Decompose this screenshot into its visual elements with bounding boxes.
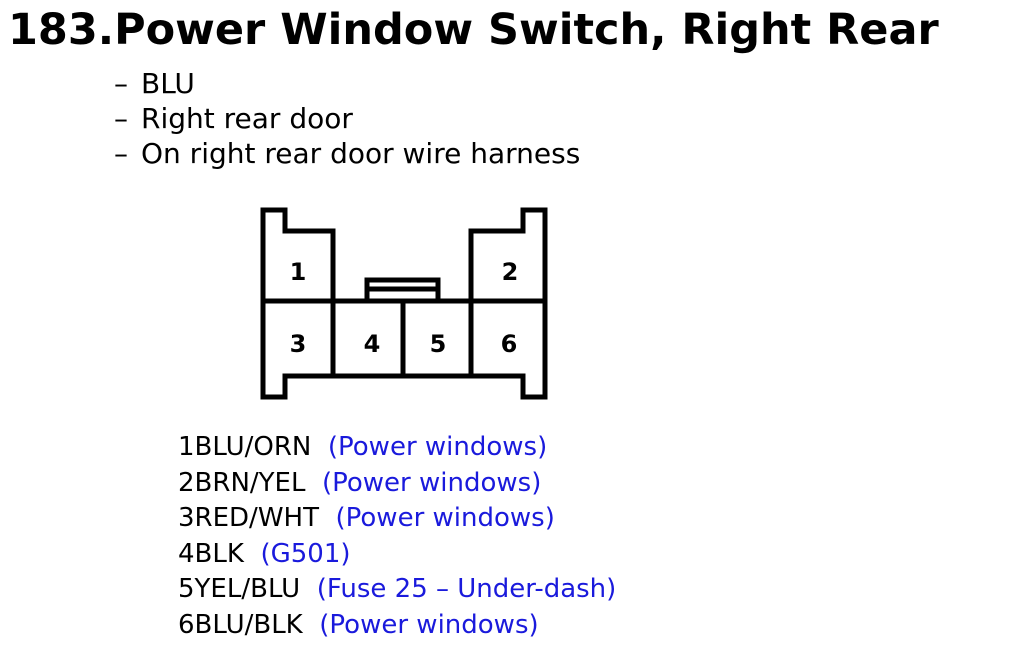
circuit-note: (G501) bbox=[260, 538, 351, 569]
wire-color: BLU/BLK bbox=[194, 609, 303, 640]
pin-row: 6BLU/BLK (Power windows) bbox=[178, 608, 616, 644]
pin-row: 2BRN/YEL (Power windows) bbox=[178, 466, 616, 502]
pin-row: 3RED/WHT (Power windows) bbox=[178, 501, 616, 537]
pin-row: 4BLK (G501) bbox=[178, 537, 616, 573]
pin-row: 5YEL/BLU (Fuse 25 – Under-dash) bbox=[178, 572, 616, 608]
wire-color: YEL/BLU bbox=[194, 574, 301, 605]
wire-color: BLK bbox=[194, 538, 244, 569]
pin-number: 1 bbox=[178, 432, 195, 462]
circuit-note: (Power windows) bbox=[335, 503, 555, 534]
pin-row: 1BLU/ORN (Power windows) bbox=[178, 430, 616, 466]
pin-number: 2 bbox=[178, 467, 195, 498]
circuit-note: (Power windows) bbox=[321, 467, 542, 498]
page-title: 183.Power Window Switch, Right Rear bbox=[8, 5, 939, 55]
cavity-label-6: 6 bbox=[501, 330, 518, 358]
connector-color: BLU bbox=[141, 67, 195, 100]
pin-number: 5 bbox=[178, 574, 195, 605]
connector-location-item: –Right rear door bbox=[114, 101, 580, 136]
list-dash: – bbox=[114, 102, 128, 135]
wire-color: RED/WHT bbox=[194, 503, 319, 534]
connector-color-item: –BLU bbox=[114, 66, 580, 101]
list-dash: – bbox=[114, 67, 128, 100]
wire-color: BLU/ORN bbox=[194, 432, 312, 462]
circuit-note: (Power windows) bbox=[319, 609, 539, 640]
wire-color: BRN/YEL bbox=[194, 467, 306, 498]
pin-number: 6 bbox=[178, 609, 195, 640]
connector-location: Right rear door bbox=[141, 102, 353, 135]
connector-harness-item: –On right rear door wire harness bbox=[114, 136, 580, 171]
circuit-note: (Power windows) bbox=[327, 432, 548, 462]
pin-number: 3 bbox=[178, 503, 195, 534]
circuit-note: (Fuse 25 – Under-dash) bbox=[316, 574, 617, 605]
cavity-label-2: 2 bbox=[502, 258, 519, 286]
list-dash: – bbox=[114, 137, 128, 170]
connector-harness: On right rear door wire harness bbox=[141, 137, 581, 170]
cavity-label-4: 4 bbox=[364, 330, 381, 358]
connector-info-list: –BLU –Right rear door –On right rear doo… bbox=[114, 66, 580, 171]
pin-list: 1BLU/ORN (Power windows) 2BRN/YEL (Power… bbox=[178, 430, 616, 644]
cavity-label-5: 5 bbox=[430, 330, 447, 358]
connector-outline bbox=[260, 207, 548, 400]
cavity-label-3: 3 bbox=[290, 330, 307, 358]
cavity-label-1: 1 bbox=[290, 258, 307, 286]
pin-number: 4 bbox=[178, 538, 195, 569]
